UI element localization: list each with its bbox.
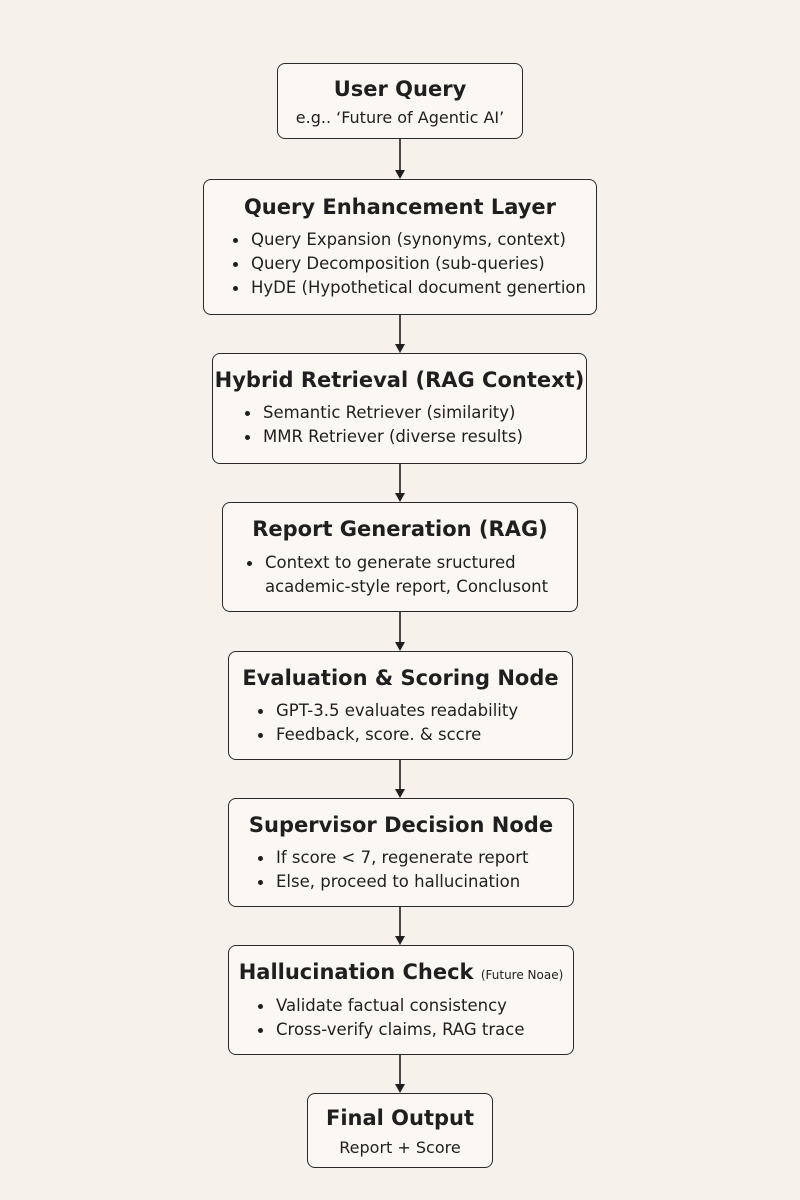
query-enhancement-list: Query Expansion (synonyms, context) Quer… [231,228,586,300]
hybrid-retrieval-node: Hybrid Retrieval (RAG Context) Semantic … [212,353,587,464]
final-output-title: Final Output [325,1106,475,1130]
final-output-node: Final Output Report + Score [307,1093,493,1168]
supervisor-decision-title: Supervisor Decision Node [248,813,554,837]
hybrid-retrieval-title: Hybrid Retrieval (RAG Context) [214,368,585,392]
hallucination-check-title-note: (Future Noae) [480,968,564,982]
list-item: MMR Retriever (diverse results) [243,425,523,449]
supervisor-decision-list: If score < 7, regenerate report Else, pr… [256,846,529,894]
list-item: Cross-verify claims, RAG trace [256,1018,524,1042]
hallucination-check-list: Validate factual consistency Cross-verif… [256,994,524,1042]
evaluation-scoring-title: Evaluation & Scoring Node [242,666,559,690]
arrowhead-enhancement-to-retrieval [395,344,405,353]
list-item: HyDE (Hypothetical document genertion [231,276,586,300]
hallucination-check-title-text: Hallucination Check [238,960,474,984]
arrowhead-retrieval-to-report [395,493,405,502]
supervisor-decision-node: Supervisor Decision Node If score < 7, r… [228,798,574,907]
list-item: Semantic Retriever (similarity) [243,401,523,425]
arrowhead-query-to-enhancement [395,170,405,179]
arrowhead-report-to-evaluation [395,642,405,651]
report-generation-node: Report Generation (RAG) Context to gener… [222,502,578,612]
user-query-title: User Query [333,77,467,101]
arrowhead-evaluation-to-supervisor [395,789,405,798]
arrowhead-hallucination-to-output [395,1084,405,1093]
report-generation-title: Report Generation (RAG) [252,517,548,541]
hybrid-retrieval-list: Semantic Retriever (similarity) MMR Retr… [243,401,523,449]
query-enhancement-node: Query Enhancement Layer Query Expansion … [203,179,597,315]
arrowhead-supervisor-to-hallucination [395,936,405,945]
list-item: GPT-3.5 evaluates readability [256,699,518,723]
evaluation-scoring-node: Evaluation & Scoring Node GPT-3.5 evalua… [228,651,573,760]
user-query-node: User Query e.g.. ‘Future of Agentic AI’ [277,63,523,139]
evaluation-scoring-list: GPT-3.5 evaluates readability Feedback, … [256,699,518,747]
list-item: Validate factual consistency [256,994,524,1018]
list-item: Feedback, score. & sccre [256,723,518,747]
list-item: Query Expansion (synonyms, context) [231,228,586,252]
user-query-subtitle: e.g.. ‘Future of Agentic AI’ [295,108,505,127]
query-enhancement-title: Query Enhancement Layer [243,195,557,219]
list-item: Context to generate sructured [245,551,548,575]
hallucination-check-title: Hallucination Check (Future Noae) [229,959,573,988]
list-item-continuation: academic-style report, Conclusont [265,577,549,596]
report-generation-list: Context to generate sructured academic-s… [245,551,548,599]
list-item: If score < 7, regenerate report [256,846,529,870]
list-item: Query Decomposition (sub-queries) [231,252,586,276]
final-output-subtitle: Report + Score [339,1138,461,1157]
hallucination-check-node: Hallucination Check (Future Noae) Valida… [228,945,574,1055]
list-item: Else, proceed to hallucination [256,870,529,894]
